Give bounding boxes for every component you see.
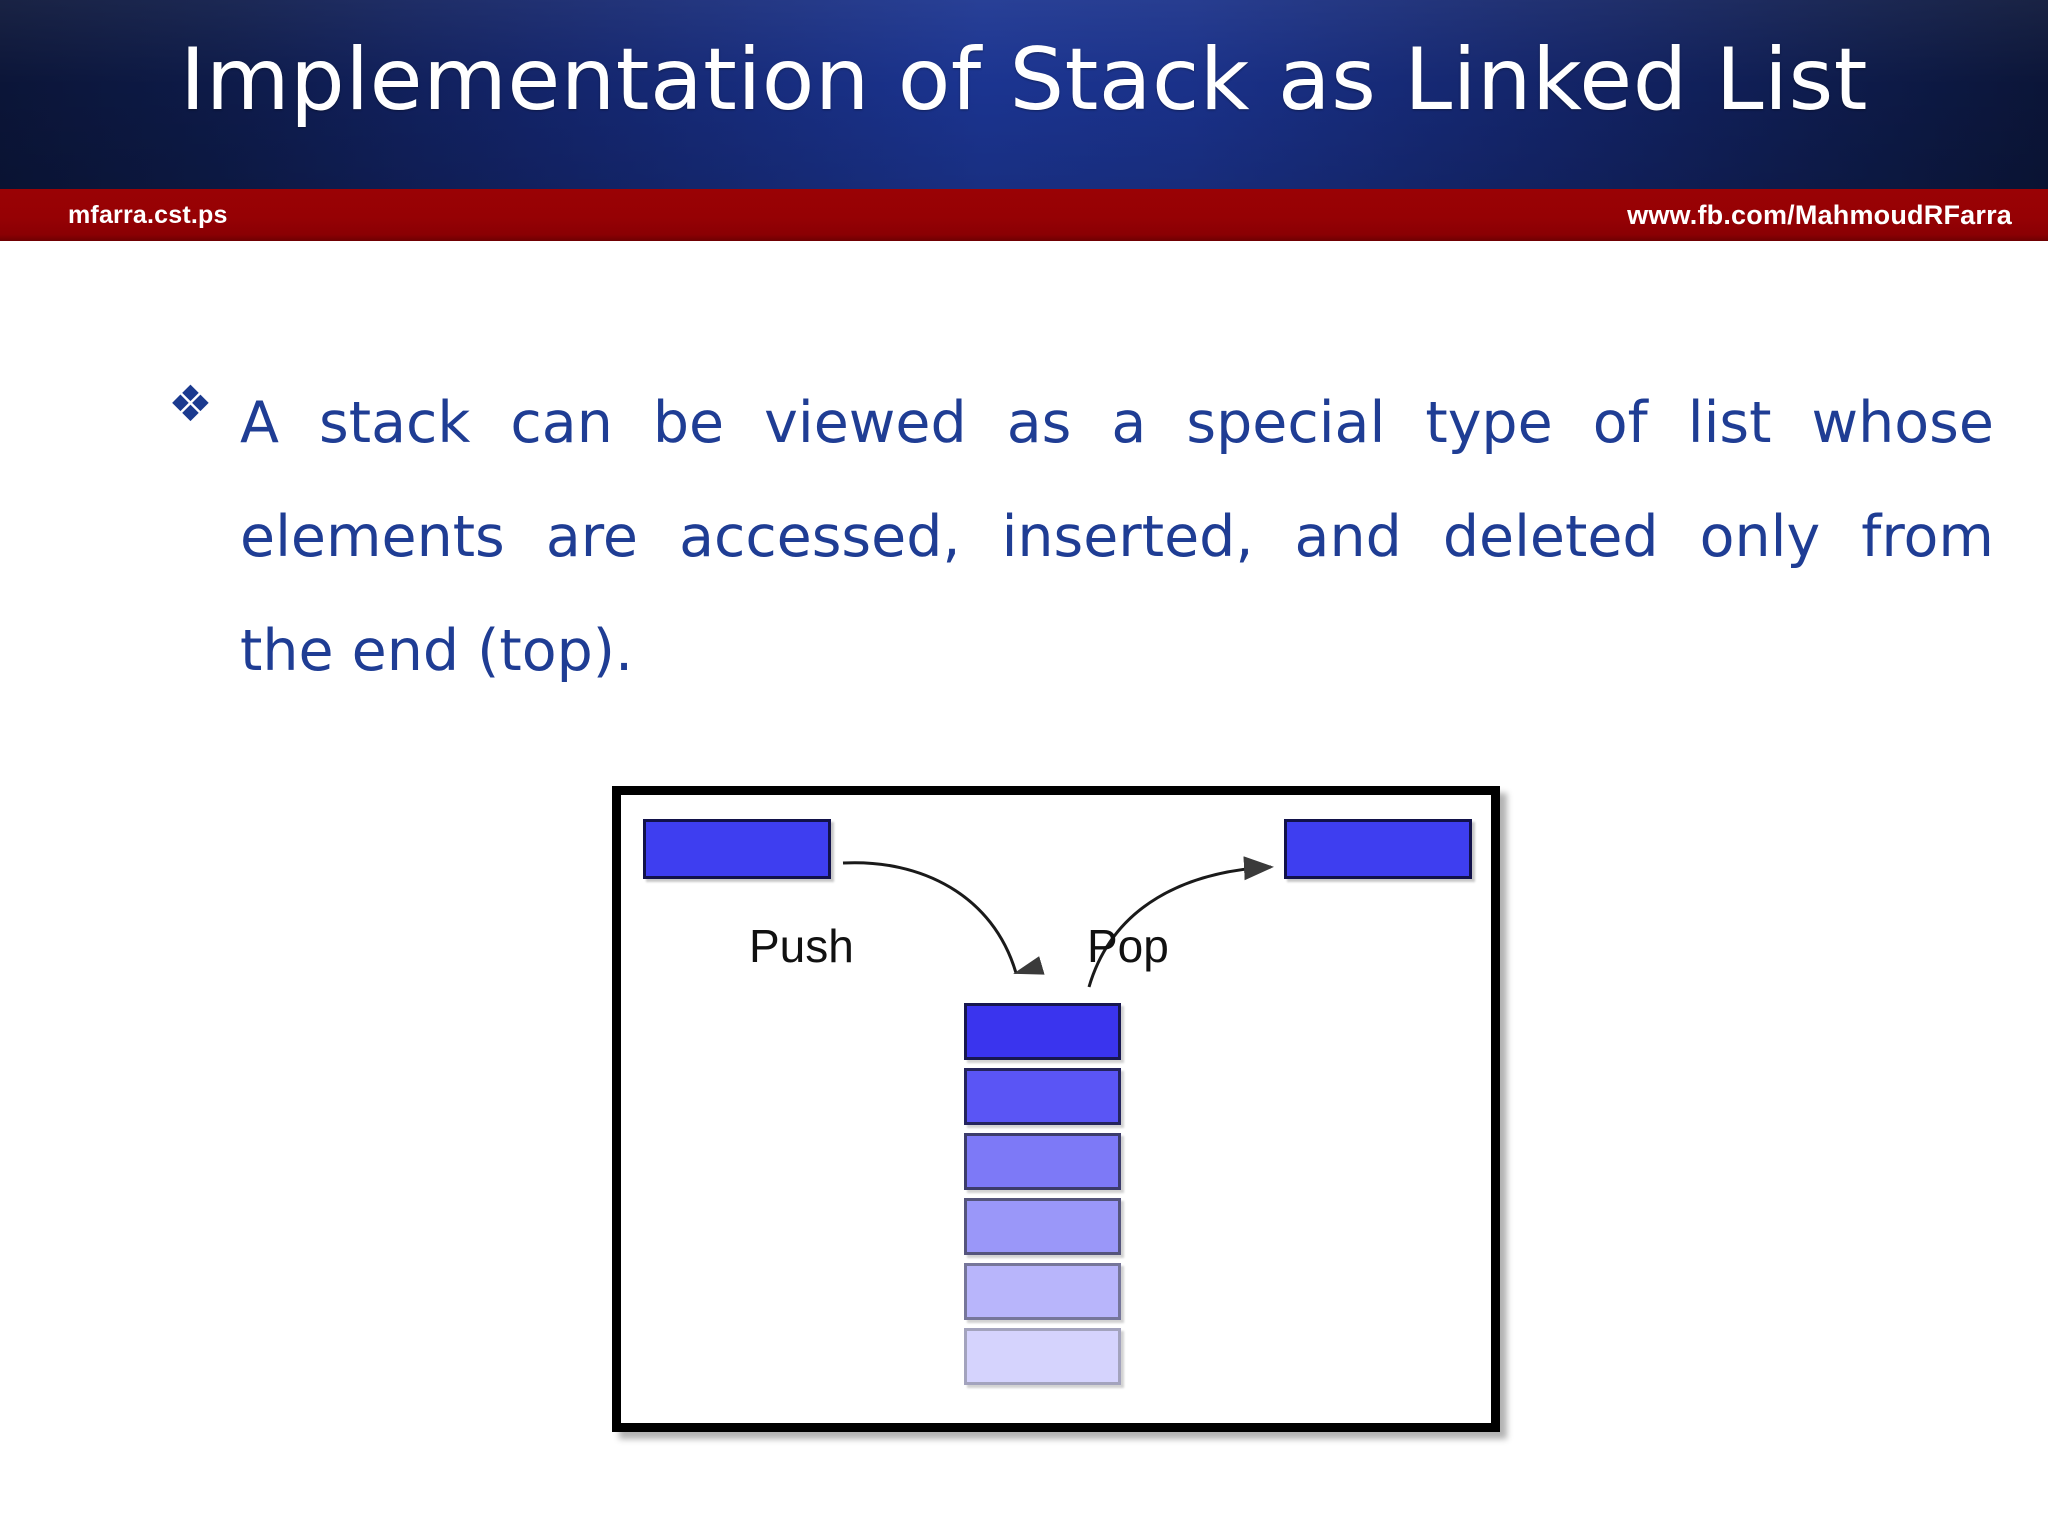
text-line-2: elements are accessed, inserted, and deleted o… [240,480,1994,594]
push-arrow-path [842,861,1045,975]
text-word: elements [240,504,505,570]
push-label: Push [749,920,854,972]
stack-cell [964,1133,1121,1190]
text-word: whose [1811,390,1994,456]
text-word: of [1592,390,1648,456]
info-bar: mfarra.cst.ps www.fb.com/MahmoudRFarra [0,189,2048,241]
text-word: only [1699,504,1821,570]
header-band [0,0,2048,189]
text-word: be [652,390,725,456]
text-word: and [1294,504,1402,570]
stack-cell [964,1003,1121,1060]
site-label: mfarra.cst.ps [68,201,228,229]
stack-cell [964,1263,1121,1320]
outgoing-element-box [1284,819,1472,879]
diagram-canvas: Push Pop [621,795,1491,1423]
pop-label: Pop [1087,920,1169,972]
stack-cell [964,1068,1121,1125]
text-line-3: the end (top). [240,618,634,684]
text-word: A [240,390,279,456]
stack-column [964,1003,1121,1393]
diamond-bullet-icon: ❖ [168,375,213,433]
text-word: stack [319,390,471,456]
stack-diagram: Push Pop [612,786,1500,1432]
facebook-link-label: www.fb.com/MahmoudRFarra [1627,200,2012,230]
text-word: as [1006,390,1072,456]
stack-cell [964,1198,1121,1255]
text-word: accessed, [679,504,961,570]
text-word: are [545,504,638,570]
page-title: Implementation of Stack as Linked List [180,30,1868,130]
text-word: type [1425,390,1553,456]
incoming-element-box [643,819,831,879]
text-word: a [1111,390,1147,456]
text-word: deleted [1442,504,1659,570]
text-word: special [1186,390,1386,456]
stack-cell [964,1328,1121,1385]
text-word: inserted, [1001,504,1254,570]
text-word: from [1861,504,1994,570]
text-word: viewed [764,390,967,456]
text-word: list [1687,390,1772,456]
text-word: can [510,390,613,456]
